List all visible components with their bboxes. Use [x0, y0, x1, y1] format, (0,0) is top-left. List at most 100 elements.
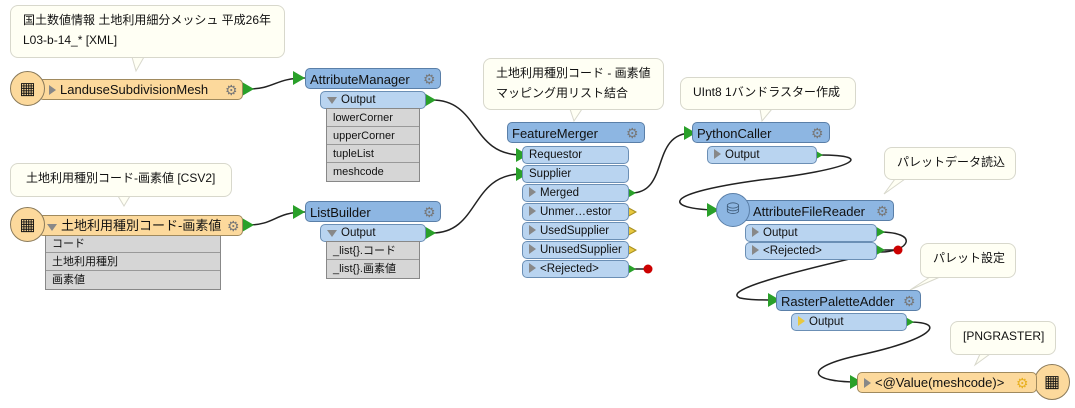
output-port[interactable]: Output	[320, 224, 426, 242]
expand-icon[interactable]	[752, 227, 759, 237]
input-port-icon	[850, 375, 862, 389]
attribute-item: tupleList	[327, 145, 419, 163]
reader-table-icon: ▦	[10, 71, 45, 106]
input-port-icon	[293, 205, 305, 219]
transformer-attribute-manager[interactable]: AttributeManager ⚙	[305, 68, 441, 89]
annotation-text: [PNGRASTER]	[963, 329, 1045, 343]
transformer-attribute-file-reader[interactable]: AttributeFileReader ⚙	[740, 200, 894, 221]
output-port[interactable]: Output	[320, 91, 426, 109]
transformer-label: PythonCaller	[697, 126, 772, 141]
attribute-item: 画素値	[52, 274, 85, 286]
expand-icon[interactable]	[49, 85, 56, 95]
port-label: Output	[341, 94, 376, 106]
gear-icon[interactable]: ⚙	[626, 125, 639, 141]
reader-table-icon: ▦	[10, 207, 45, 242]
connection	[679, 154, 852, 211]
connection	[817, 321, 931, 383]
annotation-text: 土地利用種別コード - 画素値	[496, 66, 651, 80]
output-port-rejected[interactable]: <Rejected>	[745, 242, 877, 260]
rejected-terminator-icon	[893, 245, 903, 255]
transformer-label: ListBuilder	[310, 205, 371, 220]
transformer-label: RasterPaletteAdder	[781, 294, 895, 309]
gear-icon[interactable]: ⚙	[423, 71, 436, 87]
expand-icon[interactable]	[752, 245, 759, 255]
transformer-feature-merger[interactable]: FeatureMerger ⚙	[507, 122, 645, 143]
attribute-item: meshcode	[333, 166, 384, 178]
port-label: Merged	[540, 187, 579, 199]
expand-icon[interactable]	[529, 225, 536, 235]
gear-icon[interactable]: ⚙	[811, 125, 824, 141]
connection	[431, 99, 523, 156]
output-port[interactable]: Output	[707, 146, 817, 164]
attribute-list: lowerCorner upperCorner tupleList meshco…	[326, 108, 420, 182]
annotation-python: UInt8 1バンドラスター作成	[680, 77, 856, 110]
output-port-used-supplier[interactable]: UsedSupplier	[522, 222, 629, 240]
annotation-text: L03-b-14_* [XML]	[23, 33, 118, 47]
port-label: Output	[763, 227, 798, 239]
expand-icon[interactable]	[529, 244, 536, 254]
transformer-label: AttributeManager	[310, 72, 410, 87]
expand-icon[interactable]	[529, 206, 536, 216]
gear-icon[interactable]: ⚙	[225, 82, 238, 98]
expand-icon[interactable]	[529, 263, 536, 273]
output-port-icon	[424, 226, 436, 240]
connection	[630, 132, 693, 194]
attribute-item: _list{}.画素値	[333, 263, 396, 275]
output-port-unmerged-requestor[interactable]: Unmer…estor	[522, 203, 629, 221]
attribute-list: _list{}.コード _list{}.画素値	[326, 241, 420, 279]
gear-icon[interactable]: ⚙	[876, 203, 889, 219]
expand-icon[interactable]	[714, 149, 721, 159]
gear-icon[interactable]: ⚙	[903, 293, 916, 309]
output-port[interactable]: Output	[745, 224, 877, 242]
annotation-text: 土地利用種別コード-画素値 [CSV2]	[26, 171, 216, 185]
port-label: <Rejected>	[763, 245, 822, 257]
attribute-item: 土地利用種別	[46, 253, 220, 271]
output-port-icon	[242, 218, 254, 232]
reader-landuse-subdivision-mesh[interactable]: LanduseSubdivisionMesh ⚙	[38, 79, 243, 100]
port-label: UnusedSupplier	[540, 244, 622, 256]
expand-icon[interactable]	[864, 378, 871, 388]
reader-landuse-code-pixel[interactable]: 土地利用種別コード-画素値 ⚙	[38, 215, 243, 236]
writer-table-icon: ▦	[1034, 364, 1070, 400]
reader-label: 土地利用種別コード-画素値	[61, 218, 222, 233]
input-port-icon	[707, 203, 719, 217]
output-port-icon	[424, 93, 436, 107]
reader-label: LanduseSubdivisionMesh	[60, 82, 209, 97]
writer-png-raster[interactable]: <@Value(meshcode)> ⚙	[857, 372, 1037, 393]
annotation-writer: [PNGRASTER]	[950, 321, 1056, 355]
transformer-list-builder[interactable]: ListBuilder ⚙	[305, 201, 441, 222]
output-port-merged[interactable]: Merged	[522, 184, 629, 202]
annotation-text: パレット設定	[933, 251, 1006, 265]
transformer-python-caller[interactable]: PythonCaller ⚙	[692, 122, 830, 143]
gear-icon[interactable]: ⚙	[227, 218, 240, 234]
annotation-merger: 土地利用種別コード - 画素値 マッピング用リスト結合	[483, 58, 664, 110]
expand-icon[interactable]	[529, 187, 536, 197]
database-reader-icon: ⛁	[716, 193, 750, 227]
connection	[736, 231, 907, 301]
gear-icon[interactable]: ⚙	[423, 204, 436, 220]
port-label: <Rejected>	[540, 263, 599, 275]
reader2-attribute-list: コード 土地利用種別 画素値	[45, 234, 221, 290]
port-label: UsedSupplier	[540, 225, 610, 237]
collapse-icon[interactable]	[327, 230, 337, 237]
input-port-icon	[684, 126, 696, 140]
transformer-raster-palette-adder[interactable]: RasterPaletteAdder ⚙	[776, 290, 921, 311]
annotation-text: UInt8 1バンドラスター作成	[693, 85, 841, 99]
collapse-icon[interactable]	[47, 224, 57, 231]
input-port-supplier[interactable]: Supplier	[522, 165, 629, 183]
input-port-requestor[interactable]: Requestor	[522, 146, 629, 164]
writer-label: <@Value(meshcode)>	[875, 375, 1005, 390]
output-port-rejected[interactable]: <Rejected>	[522, 260, 629, 278]
attribute-item: lowerCorner	[327, 109, 419, 127]
output-port[interactable]: Output	[791, 313, 907, 331]
connection	[431, 173, 523, 234]
attribute-item: _list{}.コード	[327, 242, 419, 260]
annotation-reader1: 国土数値情報 土地利用細分メッシュ 平成26年 L03-b-14_* [XML]	[10, 5, 285, 58]
attribute-item: コード	[46, 235, 220, 253]
input-port-icon	[768, 293, 780, 307]
gear-icon[interactable]: ⚙	[1016, 375, 1029, 391]
annotation-text: 国土数値情報 土地利用細分メッシュ 平成26年	[23, 13, 272, 27]
expand-icon[interactable]	[798, 316, 805, 326]
collapse-icon[interactable]	[327, 97, 337, 104]
output-port-unused-supplier[interactable]: UnusedSupplier	[522, 241, 629, 259]
